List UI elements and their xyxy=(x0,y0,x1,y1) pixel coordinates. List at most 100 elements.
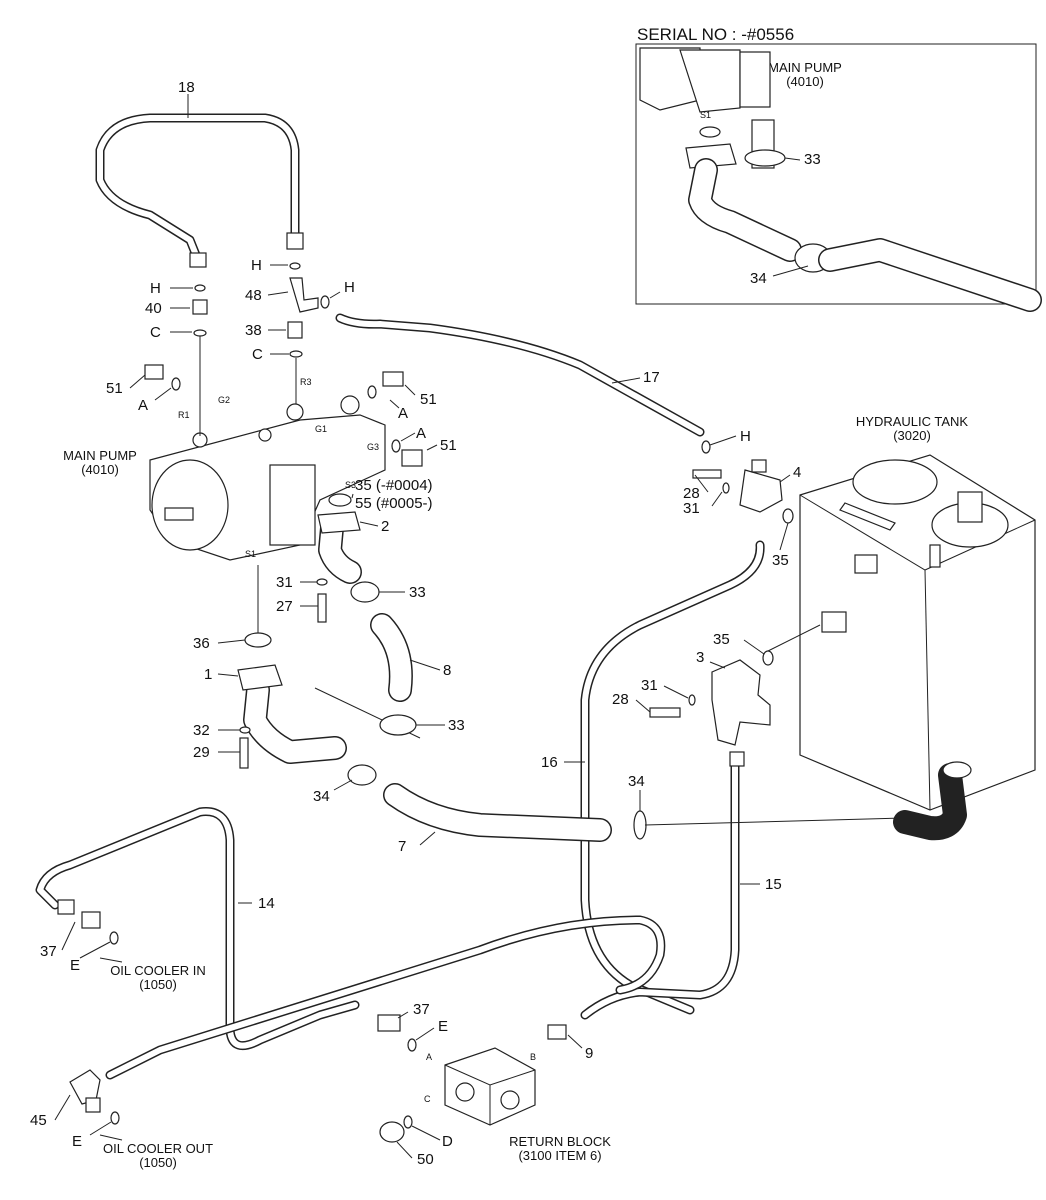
tank-outlet-cap xyxy=(942,761,972,779)
fitting-18-end-b xyxy=(286,232,304,250)
oring-c2 xyxy=(289,350,303,358)
hose-cooler-out xyxy=(107,917,664,1078)
block-4-plug xyxy=(751,459,767,473)
return-block-title: RETURN BLOCK xyxy=(509,1134,611,1149)
callout-e-2: E xyxy=(72,1133,82,1150)
callout-h-2: H xyxy=(251,257,262,274)
washer-31b xyxy=(722,482,730,494)
callout-a-2: A xyxy=(398,405,408,422)
hoses xyxy=(35,113,765,1080)
inset-elbow xyxy=(689,159,801,261)
oring-d xyxy=(403,1115,413,1129)
callout-55: 55 (#0005-) xyxy=(355,495,433,512)
elbow-45 xyxy=(69,1069,101,1105)
clamp-33b xyxy=(379,714,417,736)
inset-panel: SERIAL NO : -#0556 MAIN PUMP (4010) S1 3… xyxy=(635,25,1042,312)
callout-14: 14 xyxy=(258,895,275,912)
inset-port-s1: S1 xyxy=(700,110,711,120)
flange-1 xyxy=(237,664,283,691)
callout-36: 36 xyxy=(193,635,210,652)
callout-8: 8 xyxy=(443,662,451,679)
port-r1: R1 xyxy=(178,410,190,420)
fitting-40 xyxy=(192,299,208,315)
callout-16: 16 xyxy=(541,754,558,771)
tank-title: HYDRAULIC TANK xyxy=(856,414,969,429)
tank-cover xyxy=(852,459,938,505)
hydraulic-tank: HYDRAULIC TANK (3020) xyxy=(799,414,1036,841)
flange-2 xyxy=(317,511,361,534)
inset-leader-33 xyxy=(784,157,801,161)
callout-51-b: 51 xyxy=(420,391,437,408)
pump-rear-cover xyxy=(269,464,316,546)
fitting-37a xyxy=(57,899,75,915)
callout-38: 38 xyxy=(245,322,262,339)
oil-cooler-in-title: OIL COOLER IN xyxy=(110,963,206,978)
callout-c-1: C xyxy=(150,324,161,341)
inset-callout-34: 34 xyxy=(750,270,767,287)
oring-e3 xyxy=(407,1038,417,1052)
callout-29: 29 xyxy=(193,744,210,761)
oil-cooler-out-title: OIL COOLER OUT xyxy=(103,1141,213,1156)
pump-shaft xyxy=(164,507,194,521)
callout-31-a: 31 xyxy=(276,574,293,591)
washer-31c xyxy=(688,694,696,706)
callout-a-1: A xyxy=(138,397,148,414)
fitting-51c xyxy=(401,449,423,467)
tee-48 xyxy=(289,277,319,313)
hose-17 xyxy=(337,315,703,435)
callout-7: 7 xyxy=(398,838,406,855)
bolt-28b xyxy=(649,707,681,718)
callout-35-a: 35 (-#0004) xyxy=(355,477,433,494)
callout-45: 45 xyxy=(30,1112,47,1129)
main-pump: R1 G2 R3 G1 G3 S3 S1 MAIN PUMP (4010) xyxy=(63,377,386,561)
callout-h-4: H xyxy=(740,428,751,445)
oring-e1 xyxy=(109,931,119,945)
tank-port-upper xyxy=(854,554,878,574)
callouts: 18 H 40 C 51 A H 48 H 38 C 51 A A 51 35 … xyxy=(30,79,801,1168)
callout-18: 18 xyxy=(178,79,195,96)
inset-frame xyxy=(635,43,1037,305)
callout-51-a: 51 xyxy=(106,380,123,397)
block-3 xyxy=(711,659,771,746)
inset-oring xyxy=(699,126,721,138)
washer-32 xyxy=(239,726,251,734)
oring-h1 xyxy=(194,284,206,292)
block-port-c: C xyxy=(424,1094,431,1104)
fitting-9 xyxy=(547,1024,567,1040)
callout-h-1: H xyxy=(150,280,161,297)
port-g2: G2 xyxy=(218,395,230,405)
callout-37-b: 37 xyxy=(413,1001,430,1018)
callout-32: 32 xyxy=(193,722,210,739)
pump-port-g2 xyxy=(340,395,360,415)
callout-33-b: 33 xyxy=(448,717,465,734)
callout-a-3: A xyxy=(416,425,426,442)
tank-vertical-edge xyxy=(924,569,931,811)
inset-leader-34 xyxy=(772,265,809,277)
leader-lines xyxy=(54,94,821,1159)
callout-34-a: 34 xyxy=(313,788,330,805)
washer-31a xyxy=(316,578,328,586)
arrow-cooler-in xyxy=(99,957,123,963)
fittings xyxy=(57,232,906,1143)
oring-35c xyxy=(762,650,774,666)
port-g1: G1 xyxy=(315,424,327,434)
oring-h4 xyxy=(701,440,711,454)
oring-35-55 xyxy=(328,493,352,507)
fitting-38 xyxy=(287,321,303,339)
callout-37-a: 37 xyxy=(40,943,57,960)
oring-h3 xyxy=(320,295,330,309)
tank-suction-outlet xyxy=(893,763,967,841)
fitting-18-end xyxy=(189,252,207,268)
fitting-37a-b xyxy=(81,911,101,929)
inset-pump-housing xyxy=(679,49,741,113)
callout-3: 3 xyxy=(696,649,704,666)
port-s3: S3 xyxy=(345,480,356,490)
hose-cooler-out-outline xyxy=(105,915,666,1080)
oring-a3 xyxy=(391,439,401,453)
return-block: A B C RETURN BLOCK (3100 ITEM 6) xyxy=(424,1047,611,1163)
clamp-34a xyxy=(347,764,377,786)
oring-e2 xyxy=(110,1111,120,1125)
port-g3: G3 xyxy=(367,442,379,452)
